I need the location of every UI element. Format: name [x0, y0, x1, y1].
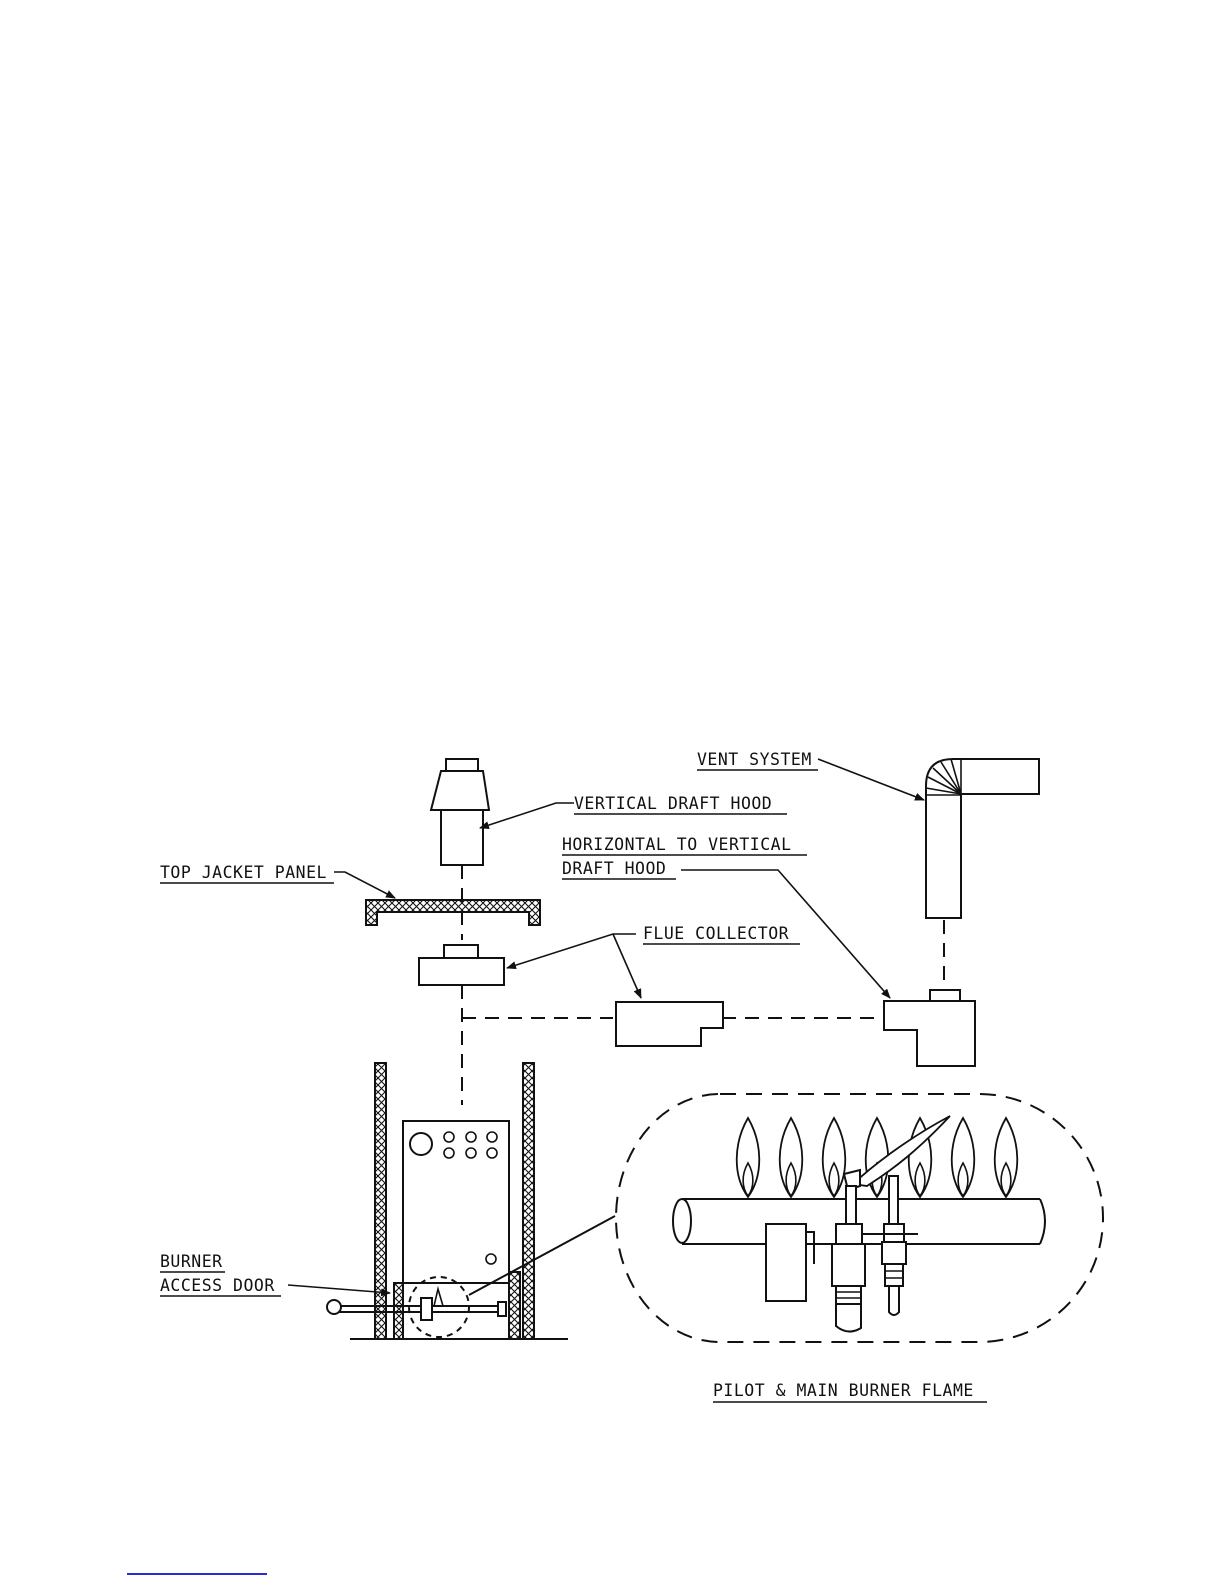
- horizontal-to-vertical-draft-hood: [884, 990, 975, 1066]
- label-flue-collector: FLUE COLLECTOR: [507, 924, 800, 998]
- vertical-draft-hood: [431, 759, 489, 865]
- label-vent-system-text: VENT SYSTEM: [697, 750, 812, 769]
- label-burner-access-door: BURNER ACCESS DOOR: [160, 1252, 390, 1296]
- burner-flames: [737, 1118, 1018, 1197]
- label-pilot-main-burner-flame-text: PILOT & MAIN BURNER FLAME: [713, 1381, 974, 1400]
- label-pilot-main-burner-flame: PILOT & MAIN BURNER FLAME: [713, 1381, 987, 1402]
- flue-collector-side: [616, 1002, 723, 1046]
- flue-collector-top: [419, 945, 504, 985]
- vent-system: [926, 759, 1039, 918]
- footer-rule: [127, 1573, 267, 1575]
- label-vertical-draft-hood: VERTICAL DRAFT HOOD: [480, 794, 787, 828]
- burner-detail-view: [616, 1094, 1103, 1342]
- label-vertical-draft-hood-text: VERTICAL DRAFT HOOD: [574, 794, 772, 813]
- label-burner-text: BURNER: [160, 1252, 223, 1271]
- label-top-jacket-panel-text: TOP JACKET PANEL: [160, 863, 327, 882]
- label-horizontal-to-vertical-text-1: HORIZONTAL TO VERTICAL: [562, 835, 792, 854]
- top-jacket-panel: [366, 900, 540, 925]
- label-access-door-text: ACCESS DOOR: [160, 1276, 275, 1295]
- label-horizontal-to-vertical-draft-hood: HORIZONTAL TO VERTICAL DRAFT HOOD: [562, 835, 890, 998]
- label-horizontal-to-vertical-text-2: DRAFT HOOD: [562, 859, 666, 878]
- label-top-jacket-panel: TOP JACKET PANEL: [160, 863, 395, 898]
- label-flue-collector-text: FLUE COLLECTOR: [643, 924, 789, 943]
- label-vent-system: VENT SYSTEM: [697, 750, 924, 800]
- boiler-assembly: [327, 1063, 615, 1339]
